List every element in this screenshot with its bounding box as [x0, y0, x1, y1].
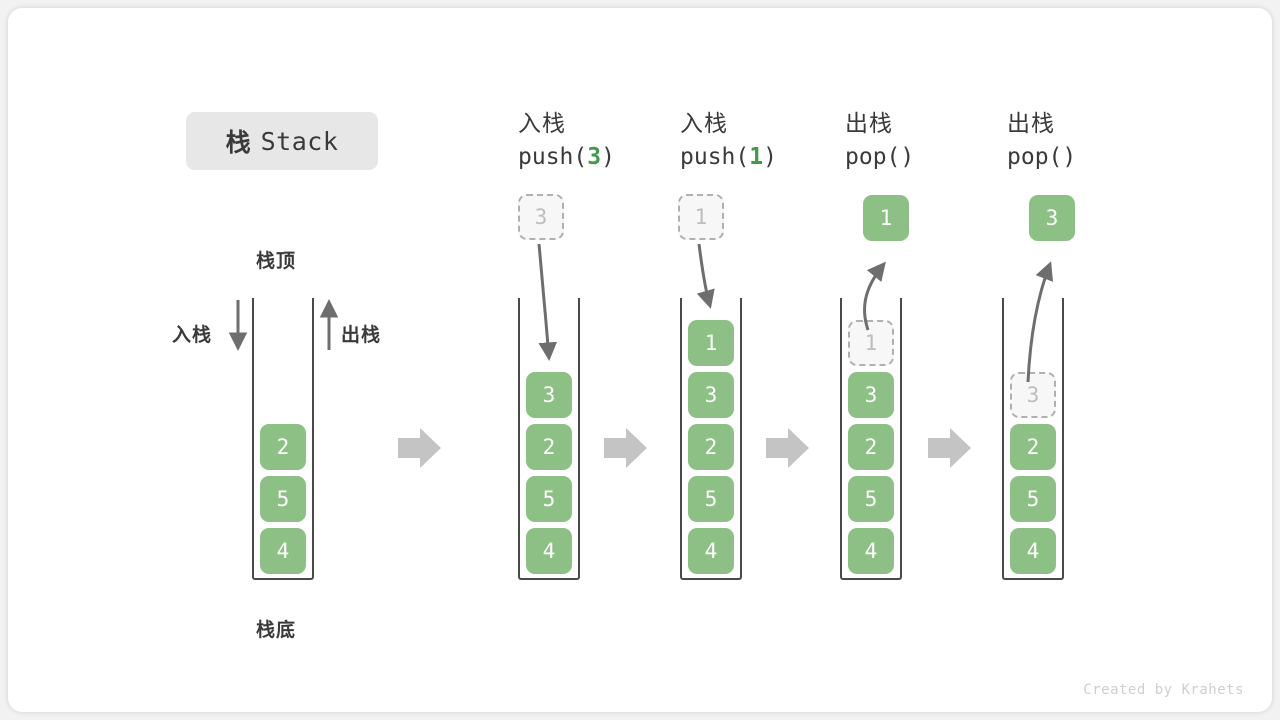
code-open-paren: push( — [518, 144, 588, 170]
column-header-push-1-code: push(1) — [680, 140, 880, 174]
floating-ghost-cell: 1 — [678, 194, 724, 240]
stack-container-push-1 — [680, 298, 742, 580]
stack-container-pop-3 — [1002, 298, 1064, 580]
pop-direction-label: 出栈 — [341, 325, 382, 346]
column-header-pop-3: 出栈 pop() — [1007, 106, 1207, 174]
column-header-push-3-title: 入栈 — [518, 110, 566, 136]
push-direction-label: 入栈 — [172, 325, 213, 346]
stack-cell: 4 — [848, 528, 894, 574]
column-header-push-3: 入栈 push(3) — [518, 106, 718, 174]
stack-cell: 1 — [688, 320, 734, 366]
popped-cell: 1 — [863, 195, 909, 241]
stack-container-initial — [252, 298, 314, 580]
column-header-pop-3-code: pop() — [1007, 144, 1077, 170]
stack-title-en: Stack — [260, 126, 339, 156]
stack-ghost-cell: 1 — [848, 320, 894, 366]
stack-ghost-cell: 3 — [1010, 372, 1056, 418]
watermark-credit: Created by Krahets — [1083, 682, 1244, 698]
column-header-push-1-title: 入栈 — [680, 110, 728, 136]
stack-cell: 3 — [848, 372, 894, 418]
code-close-paren: ) — [763, 144, 777, 170]
stack-cell: 5 — [848, 476, 894, 522]
stack-cell: 4 — [260, 528, 306, 574]
stack-cell: 2 — [848, 424, 894, 470]
column-header-pop-1-title: 出栈 — [845, 110, 893, 136]
stack-container-pop-1 — [840, 298, 902, 580]
stack-container-push-3 — [518, 298, 580, 580]
code-arg-value: 3 — [587, 144, 602, 170]
stack-title-chip: 栈 Stack — [186, 112, 378, 170]
stack-cell: 3 — [688, 372, 734, 418]
stack-cell: 5 — [526, 476, 572, 522]
column-header-push-1: 入栈 push(1) — [680, 106, 880, 174]
stack-cell: 2 — [1010, 424, 1056, 470]
code-open-paren: push( — [680, 144, 750, 170]
stack-cell: 5 — [1010, 476, 1056, 522]
stack-cell: 5 — [260, 476, 306, 522]
floating-ghost-cell: 3 — [518, 194, 564, 240]
stack-cell: 5 — [688, 476, 734, 522]
column-header-pop-1-code: pop() — [845, 144, 915, 170]
stack-cell: 2 — [260, 424, 306, 470]
stack-bottom-label: 栈底 — [256, 620, 297, 641]
column-header-pop-3-title: 出栈 — [1007, 110, 1055, 136]
code-close-paren: ) — [601, 144, 615, 170]
stack-cell: 4 — [1010, 528, 1056, 574]
stack-cell: 3 — [526, 372, 572, 418]
stack-cell: 4 — [526, 528, 572, 574]
stack-top-label: 栈顶 — [256, 251, 297, 272]
column-header-push-3-code: push(3) — [518, 140, 718, 174]
popped-cell: 3 — [1029, 195, 1075, 241]
column-header-pop-1: 出栈 pop() — [845, 106, 1045, 174]
stack-cell: 2 — [688, 424, 734, 470]
stack-title-cn: 栈 — [225, 129, 252, 157]
stack-cell: 2 — [526, 424, 572, 470]
code-arg-value: 1 — [749, 144, 764, 170]
stack-cell: 4 — [688, 528, 734, 574]
